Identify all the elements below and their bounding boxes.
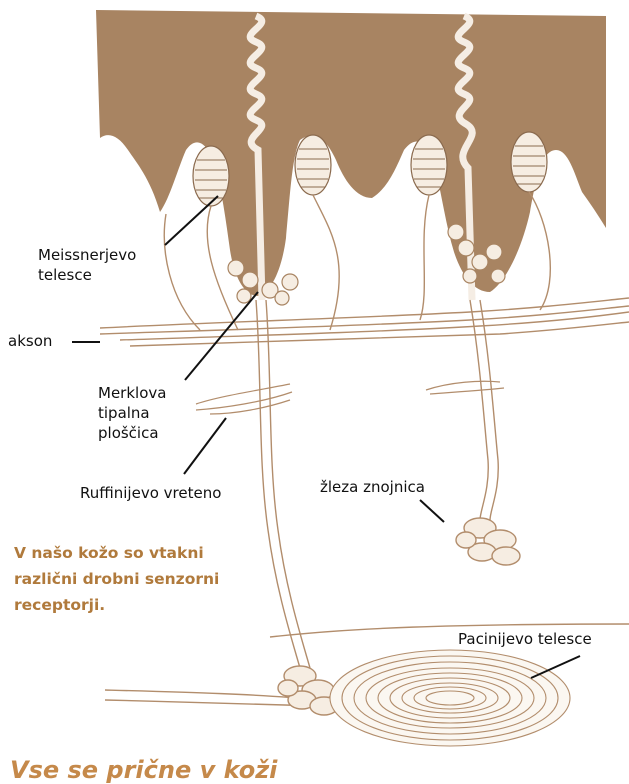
leader-meissner: [165, 196, 218, 245]
meissner-corpuscle: [193, 146, 229, 206]
caption-line1: V našo kožo so vtakni: [14, 540, 274, 566]
meissner-corpuscle: [411, 135, 447, 195]
label-pacini: Pacinijevo telesce: [458, 630, 592, 649]
sweat-gland-coil-right: [456, 518, 520, 565]
ruffini-ending: [196, 384, 292, 414]
label-sweat-gland: žleza znojnica: [320, 478, 425, 497]
label-akson: akson: [8, 332, 52, 351]
label-merkel-line2: tipalna: [98, 404, 150, 423]
axon-bundle: [100, 298, 629, 328]
leader-ruffini: [184, 418, 226, 474]
label-merkel-line3: ploščica: [98, 424, 159, 443]
caption-line3: receptorji.: [14, 592, 274, 618]
caption: V našo kožo so vtakni različni drobni se…: [14, 540, 274, 618]
leader-sweat-gland: [420, 500, 444, 522]
label-merkel-line1: Merklova: [98, 384, 166, 403]
caption-line2: različni drobni senzorni: [14, 566, 274, 592]
meissner-corpuscle: [295, 135, 331, 195]
label-ruffini: Ruffinijevo vreteno: [80, 484, 221, 503]
sweat-gland-coil-left: [278, 666, 338, 715]
label-meissner-line2: telesce: [38, 266, 92, 285]
meissner-corpuscle: [511, 132, 547, 192]
label-meissner-line1: Meissnerjevo: [38, 246, 136, 265]
